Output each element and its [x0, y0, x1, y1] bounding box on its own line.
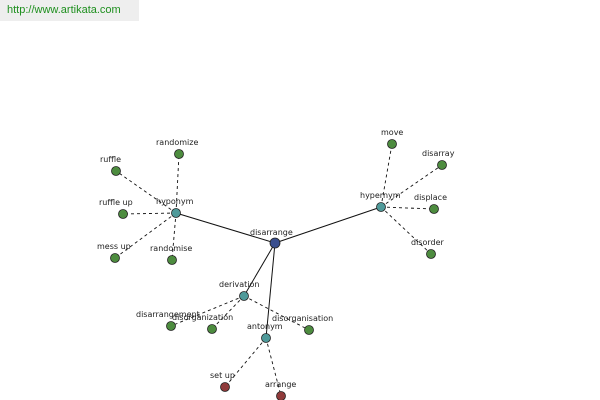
word-node-disorder[interactable] — [426, 249, 436, 259]
edge-antonym-arrange — [265, 337, 282, 397]
word-node-mess-up[interactable] — [110, 253, 120, 263]
edge-root-hyponym — [175, 212, 276, 244]
relation-node-derivation[interactable] — [239, 291, 249, 301]
word-node-disarray[interactable] — [437, 160, 447, 170]
word-label-arrange: arrange — [265, 380, 296, 389]
source-link[interactable]: http://www.artikata.com — [7, 4, 121, 16]
source-banner: http://www.artikata.com — [0, 0, 139, 21]
word-node-arrange[interactable] — [276, 391, 286, 400]
word-label-disorganisation: disorganisation — [272, 314, 333, 323]
word-label-set-up: set up — [210, 371, 235, 380]
edge-root-derivation — [243, 242, 276, 297]
word-label-mess-up: mess up — [97, 242, 131, 251]
relation-label-hypernym: hypernym — [360, 191, 401, 200]
edge-hyponym-ruffle — [115, 170, 177, 214]
edge-hyponym-randomize — [175, 153, 180, 214]
edge-hyponym-randomise — [171, 212, 177, 261]
edge-derivation-disarrangement — [170, 295, 245, 327]
relation-node-hyponym[interactable] — [171, 208, 181, 218]
edge-hypernym-disarray — [380, 164, 443, 208]
word-node-displace[interactable] — [429, 204, 439, 214]
graph-nodes — [110, 139, 447, 400]
word-node-disarrangement[interactable] — [166, 321, 176, 331]
word-label-disorder: disorder — [411, 238, 445, 247]
word-label-randomize: randomize — [156, 138, 198, 147]
word-node-ruffle[interactable] — [111, 166, 121, 176]
word-label-disarray: disarray — [422, 149, 455, 158]
graph-edges — [114, 143, 443, 397]
word-node-move[interactable] — [387, 139, 397, 149]
relation-node-hypernym[interactable] — [376, 202, 386, 212]
edge-root-hypernym — [274, 206, 382, 244]
word-node-disorganisation[interactable] — [304, 325, 314, 335]
edge-derivation-disorganisation — [243, 295, 310, 331]
edge-hypernym-move — [380, 143, 393, 208]
relation-label-derivation: derivation — [219, 280, 259, 289]
root-node[interactable] — [269, 237, 281, 249]
relation-label-hyponym: hyponym — [156, 197, 194, 206]
word-node-ruffle-up[interactable] — [118, 209, 128, 219]
relation-label-antonym: antonym — [247, 322, 283, 331]
word-node-randomise[interactable] — [167, 255, 177, 265]
word-label-disorganization: disorganization — [172, 313, 233, 322]
graph-labels: randomize ruffle ruffle up mess up randomise… — [97, 128, 455, 389]
word-label-move: move — [381, 128, 403, 137]
relation-node-antonym[interactable] — [261, 333, 271, 343]
word-label-disarrangement: disarrangement — [136, 310, 200, 319]
word-node-randomize[interactable] — [174, 149, 184, 159]
word-node-set-up[interactable] — [220, 382, 230, 392]
edge-root-antonym — [265, 242, 276, 339]
word-label-ruffle: ruffle — [100, 155, 121, 164]
edge-derivation-disorganization — [211, 295, 245, 330]
edge-hyponym-mess-up — [114, 212, 177, 259]
edge-hypernym-displace — [380, 206, 435, 210]
edge-hyponym-ruffle-up — [122, 212, 177, 215]
word-label-displace: displace — [414, 193, 447, 202]
word-label-randomise: randomise — [150, 244, 192, 253]
root-label: disarrange — [250, 228, 293, 237]
word-label-ruffle-up: ruffle up — [99, 198, 133, 207]
edge-antonym-set-up — [224, 337, 267, 388]
word-node-disorganization[interactable] — [207, 324, 217, 334]
